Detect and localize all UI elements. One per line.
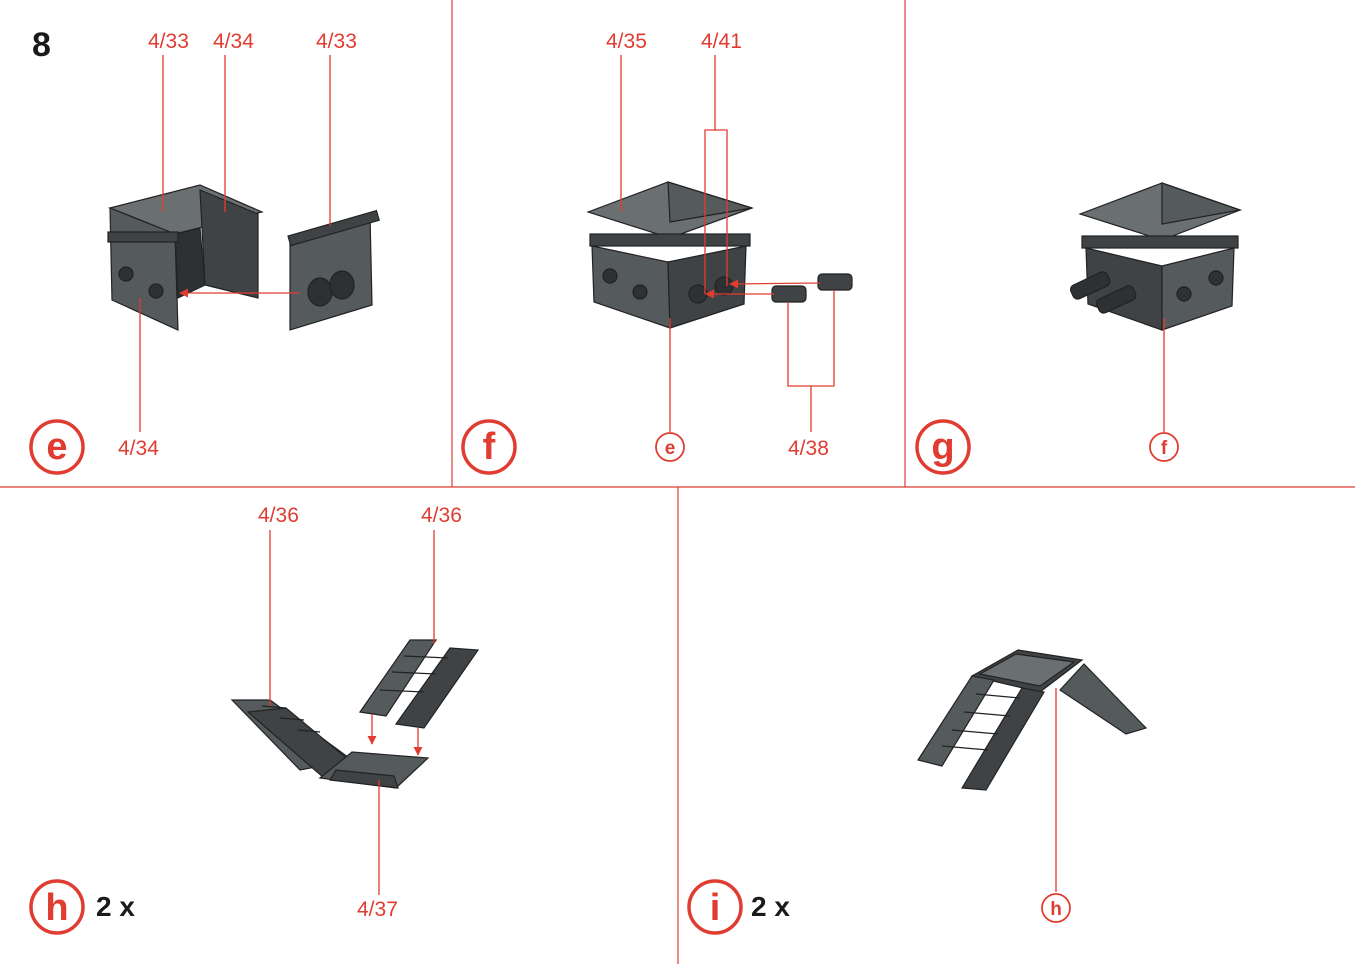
step-letter-e: e bbox=[46, 426, 67, 468]
ref-letter-g: f bbox=[1161, 438, 1168, 459]
quantity-h: 2 x bbox=[96, 891, 135, 922]
panel-f: 4/35 4/41 4/38 e f bbox=[463, 30, 852, 473]
label-e-bottom: 4/34 bbox=[118, 437, 159, 460]
label-f-top-right: 4/41 bbox=[701, 30, 742, 53]
step-letter-g: g bbox=[931, 426, 954, 468]
box-assembly-g bbox=[1069, 183, 1240, 330]
label-h-top-left: 4/36 bbox=[258, 504, 299, 527]
label-h-top-right: 4/36 bbox=[421, 504, 462, 527]
quantity-i: 2 x bbox=[751, 891, 790, 922]
stair-right-h bbox=[360, 640, 478, 728]
step-number: 8 bbox=[32, 26, 51, 64]
panel-h: 4/36 4/36 4/37 h 2 x bbox=[31, 504, 478, 933]
label-e-top-middle: 4/34 bbox=[213, 30, 254, 53]
panel-e: 4/33 4/34 4/33 4/34 e bbox=[31, 30, 379, 473]
label-e-top-right: 4/33 bbox=[316, 30, 357, 53]
bridge-assembly-i bbox=[918, 650, 1146, 790]
side-panel-part-e bbox=[288, 211, 379, 330]
ref-letter-i: h bbox=[1050, 899, 1062, 920]
step-letter-i: i bbox=[710, 887, 721, 929]
housing-part-e bbox=[108, 185, 262, 330]
label-f-bottom: 4/38 bbox=[788, 437, 829, 460]
step-letter-h: h bbox=[45, 887, 68, 929]
panel-g: f g bbox=[917, 183, 1240, 473]
panel-i: h i 2 x bbox=[689, 650, 1146, 933]
label-h-bottom: 4/37 bbox=[357, 898, 398, 921]
step-letter-f: f bbox=[483, 426, 496, 468]
plug-parts-f bbox=[772, 274, 852, 302]
ref-letter-f: e bbox=[665, 438, 676, 459]
label-f-top-left: 4/35 bbox=[606, 30, 647, 53]
label-e-top-left: 4/33 bbox=[148, 30, 189, 53]
